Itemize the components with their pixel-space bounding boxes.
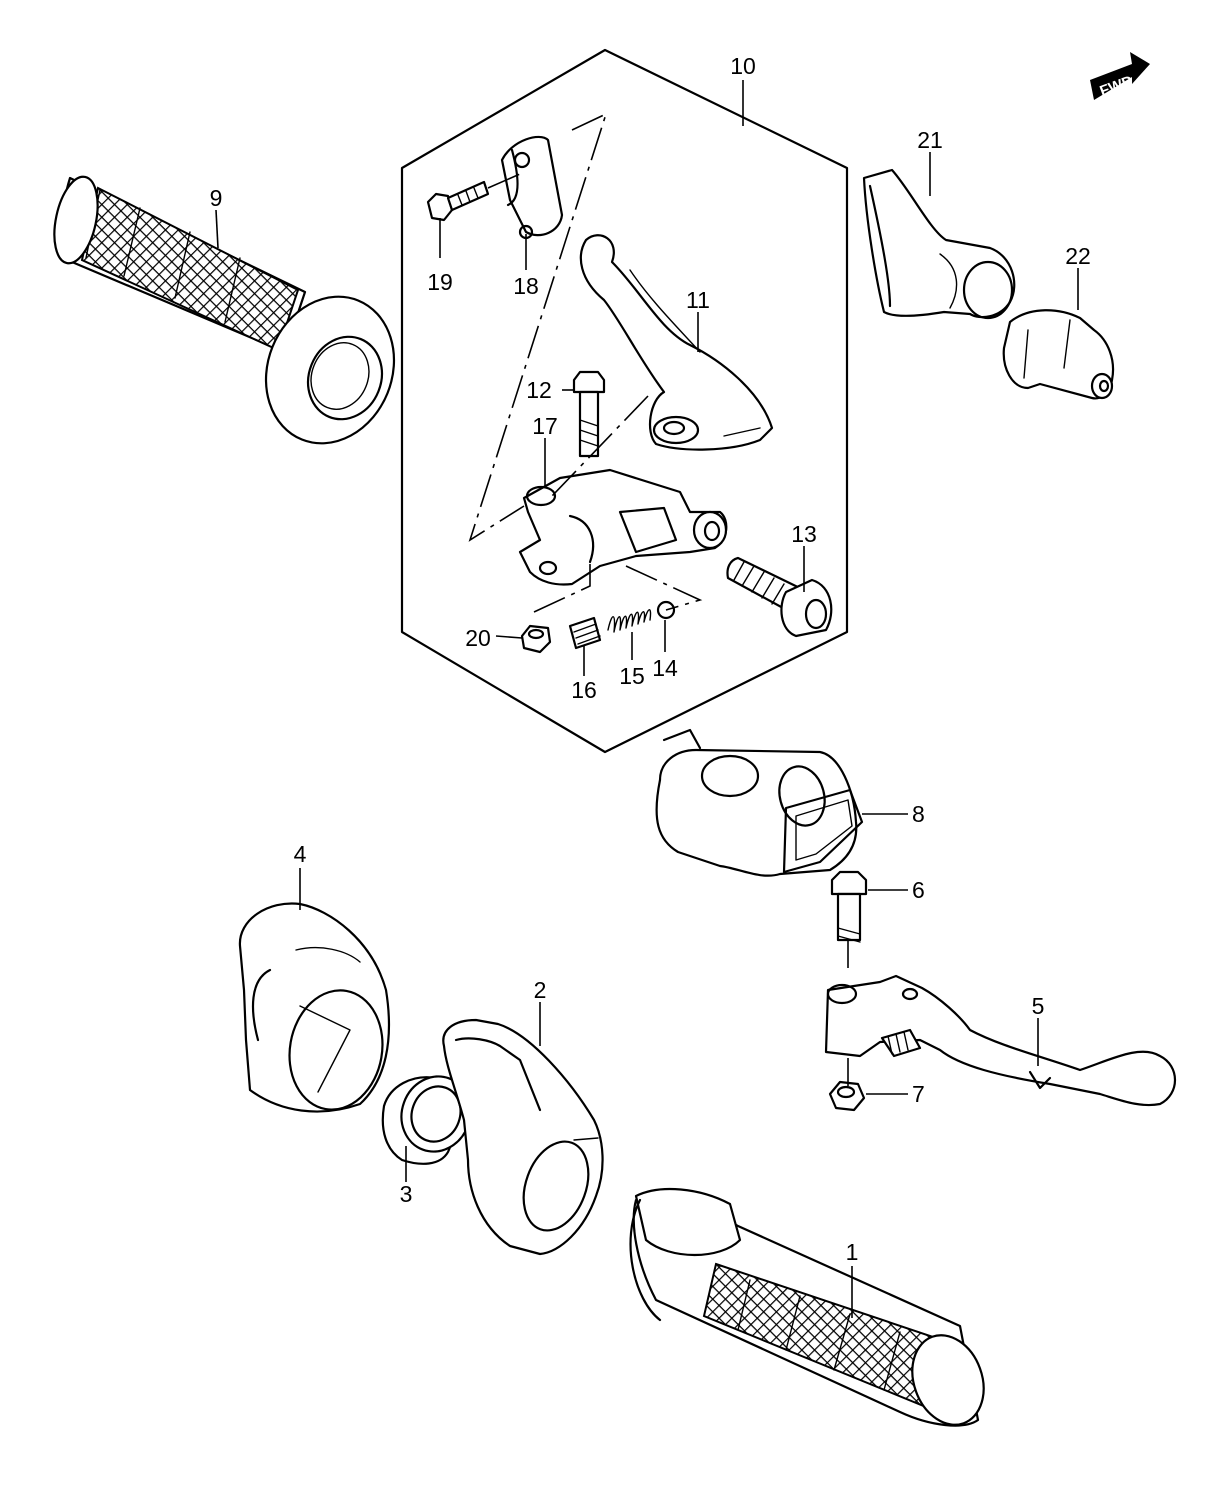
callout-labels: 1 2 3 4 5 6 7 8 9 10 11 12 13 14 15 16 1… [210,53,1091,1265]
callout-12: 12 [526,377,552,403]
callout-21: 21 [917,127,943,153]
perch-17 [518,468,728,586]
leader-lines [215,80,1079,1318]
bolt-6 [830,870,868,943]
lever-11 [579,234,774,451]
callout-17: 17 [532,413,558,439]
centerline-c [533,564,591,613]
collar-3 [381,1075,472,1165]
adjuster-22 [1002,309,1115,400]
sleeve-16 [568,616,602,650]
grip-1 [629,1187,985,1427]
callout-8: 8 [912,801,925,827]
callout-19: 19 [427,269,453,295]
callout-3: 3 [400,1181,413,1207]
bolt-12 [572,370,606,458]
callout-2: 2 [534,977,547,1003]
centerline-b [551,395,649,497]
nut-20 [520,624,552,654]
callout-10: 10 [730,53,756,79]
callout-4: 4 [294,841,307,867]
boot-8 [655,728,864,877]
callout-14: 14 [652,655,678,681]
spring-15 [607,609,652,633]
cover-21 [862,168,1016,320]
centerline-d [625,565,703,611]
housing-cover-4 [238,902,391,1113]
callout-18: 18 [513,273,539,299]
callout-13: 13 [791,521,817,547]
callout-22: 22 [1065,243,1091,269]
lever-5 [824,974,1176,1107]
bolt-19 [426,180,490,222]
callout-11: 11 [686,287,710,313]
nut-7 [828,1080,866,1112]
callout-15: 15 [619,663,645,689]
housing-2 [442,1018,604,1256]
centerline-a [468,112,608,542]
grip-9 [53,175,396,445]
callout-6: 6 [912,877,925,903]
callout-20: 20 [465,625,491,651]
fwd-arrow-icon: FWD [1090,52,1150,100]
assembly-10-outline [400,48,849,754]
callout-5: 5 [1032,993,1045,1019]
callout-1: 1 [846,1239,859,1265]
callout-16: 16 [571,677,597,703]
callout-7: 7 [912,1081,925,1107]
adjuster-13 [726,556,833,638]
centerline-e [487,173,521,189]
callout-9: 9 [210,185,223,211]
clamp-18 [500,135,564,240]
